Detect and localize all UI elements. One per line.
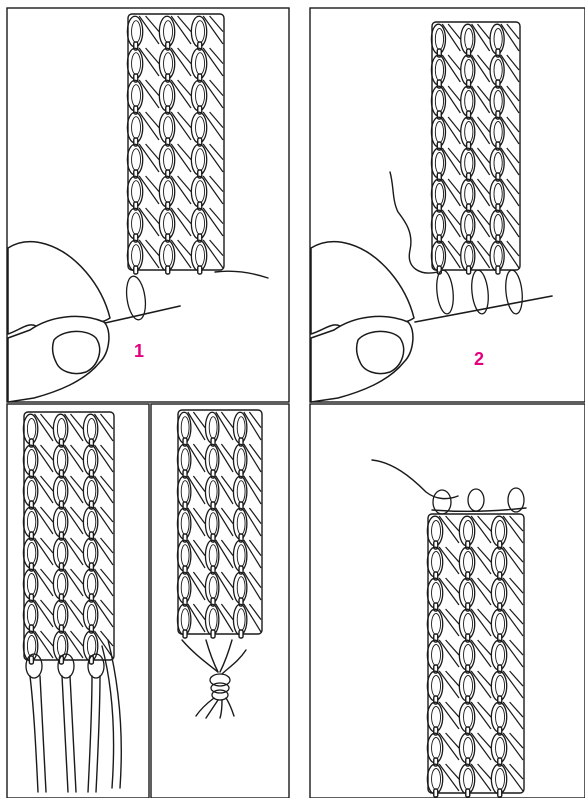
yarn-tail-3a-6 xyxy=(88,676,92,792)
gather-strand-1 xyxy=(182,640,218,672)
bottom-loop-2a xyxy=(435,269,456,314)
yarn-tail-3a-1 xyxy=(40,676,46,792)
stitch-bar xyxy=(211,630,215,638)
stitch-bar xyxy=(467,266,471,274)
yarn-tail-3a-3 xyxy=(70,676,76,792)
stitch-bar xyxy=(166,266,170,274)
knot-tail-3 xyxy=(220,700,222,718)
stitch-bar xyxy=(434,789,438,797)
knitted-cord-step-1 xyxy=(127,14,224,274)
yarn-tail-3a-5 xyxy=(96,676,100,792)
top-loop-4b xyxy=(468,489,484,511)
panel-step-3b-details xyxy=(182,640,246,718)
stitch-bar xyxy=(239,630,243,638)
knitted-cord-step-2 xyxy=(431,22,520,274)
stitch-bar xyxy=(134,266,138,274)
yarn-tail-3a-2 xyxy=(30,676,38,792)
knitted-cord-step-3b xyxy=(177,410,262,638)
working-yarn-2 xyxy=(390,172,438,273)
working-yarn-1 xyxy=(215,271,268,278)
panel-step-3a-details xyxy=(26,640,121,792)
thumbnail-1 xyxy=(53,331,100,373)
knot-tail-4 xyxy=(226,698,234,716)
stitch-bar xyxy=(183,630,187,638)
knitting-needle-2 xyxy=(415,296,552,322)
stitch-bar xyxy=(198,266,202,274)
stitch-bar xyxy=(29,656,33,664)
yarn-tail-3a-4 xyxy=(62,676,68,792)
stitch-bar xyxy=(496,266,500,274)
knitting-needle-1 xyxy=(105,306,180,323)
gather-strand-4 xyxy=(222,650,246,674)
thumbnail-2 xyxy=(357,331,404,373)
stitch-bar xyxy=(466,789,470,797)
step-label-1: 1 xyxy=(134,341,144,361)
bottom-loop-2c xyxy=(504,269,525,314)
panel-step-4-details xyxy=(372,460,526,514)
step-label-2: 2 xyxy=(474,349,484,369)
working-yarn-4 xyxy=(372,460,458,499)
yarn-tail-3a-7 xyxy=(108,640,121,788)
knitted-cord-step-3a xyxy=(23,412,114,664)
knot-tail-1 xyxy=(196,698,214,716)
knitted-cord-step-4 xyxy=(427,514,524,797)
stitch-bar xyxy=(498,789,502,797)
